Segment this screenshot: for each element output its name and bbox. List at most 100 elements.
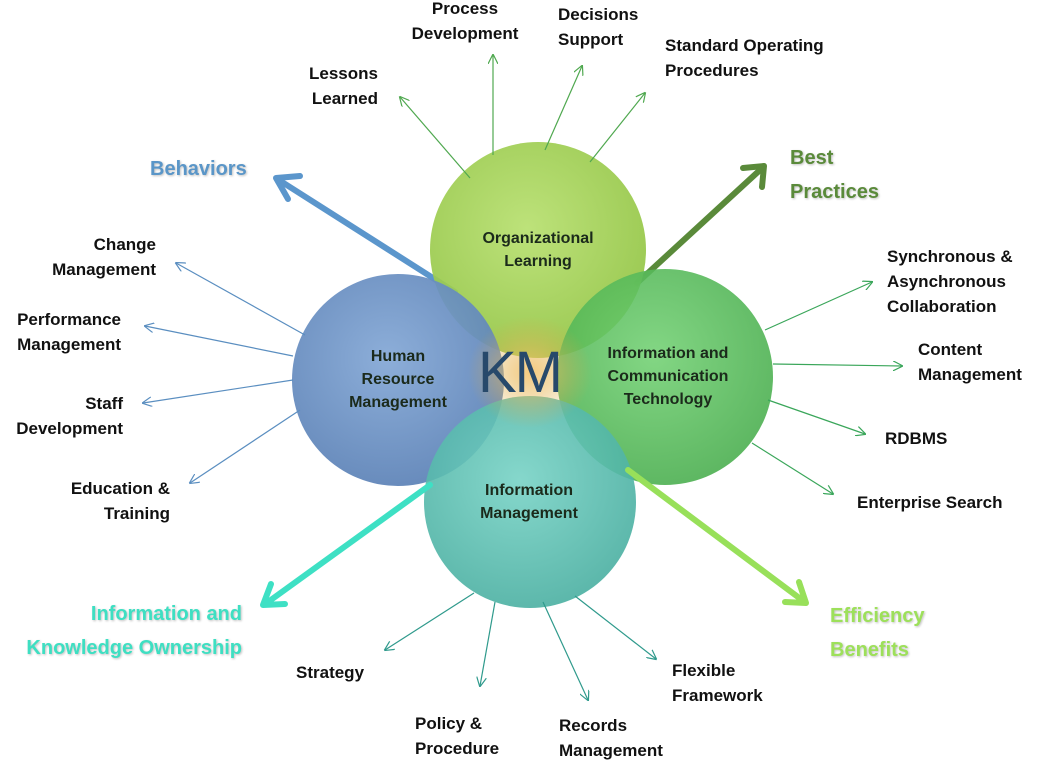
- label-line: Lessons: [309, 64, 378, 83]
- arrow-decisions-support: [544, 66, 582, 151]
- circle-label-line: Human: [370, 348, 426, 365]
- label-line: Collaboration: [887, 297, 997, 316]
- arrow-content-management: [772, 364, 902, 366]
- km-core-glow: [468, 316, 592, 428]
- label-line: Records: [559, 716, 628, 735]
- label-line: Management: [918, 365, 1022, 384]
- efficiency-arrow: [625, 467, 805, 603]
- label-information-management: Information Management: [459, 479, 599, 525]
- thin-arrows-right: [751, 282, 902, 494]
- arrow-standard-operating-procedures: [589, 93, 645, 163]
- best-practices-arrow: [634, 167, 763, 286]
- label-line: Change: [93, 235, 156, 254]
- circle-label-line: Management: [480, 505, 578, 522]
- label-human-resource-management: Human Resource Management: [333, 345, 463, 414]
- label-line: Behaviors: [150, 158, 247, 180]
- thick-arrows-front: [260, 467, 809, 608]
- circle-information-communication-technology: [557, 269, 773, 485]
- label-line: Best: [790, 147, 834, 169]
- label-line: Efficiency: [830, 605, 925, 627]
- label-line: RDBMS: [885, 429, 948, 448]
- arrow-enterprise-search: [751, 442, 833, 494]
- arrow-records-management: [542, 601, 588, 700]
- circle-label-line: Learning: [504, 253, 572, 270]
- arrow-education-training: [190, 409, 301, 483]
- arrow-strategy: [385, 592, 475, 650]
- outcome-behaviors: Behaviors: [150, 152, 247, 186]
- outcome-best-practices: Best Practices: [790, 141, 879, 209]
- label-line: Process: [431, 0, 499, 18]
- arrow-rdbms: [767, 399, 865, 434]
- label-line: Framework: [672, 686, 763, 705]
- label-line: Information and: [90, 603, 242, 625]
- label-line: Enterprise Search: [857, 493, 1003, 512]
- behaviors-arrowhead: [273, 173, 303, 202]
- label-line: Staff: [85, 394, 123, 413]
- label-line: Procedures: [665, 61, 759, 80]
- label-line: Practices: [790, 181, 879, 203]
- thin-arrows-bottom: [385, 592, 656, 700]
- thin-arrows-top: [400, 55, 645, 179]
- label-line: Asynchronous: [887, 272, 1007, 291]
- branch-strategy: Strategy: [296, 660, 364, 685]
- circle-label-line: Resource: [361, 371, 435, 388]
- label-line: Flexible: [672, 661, 736, 680]
- best-practices-arrowhead: [740, 163, 767, 190]
- label-line: Training: [103, 504, 170, 523]
- label-line: Management: [559, 741, 663, 760]
- circle-label-line: Communication: [607, 368, 729, 385]
- arrow-flexible-framework: [574, 595, 656, 659]
- outcome-ownership: Information and Knowledge Ownership: [6, 597, 242, 665]
- label-line: Synchronous &: [887, 247, 1013, 266]
- thick-arrows-back: [273, 163, 767, 295]
- thin-arrows-left: [143, 263, 306, 483]
- label-line: Decisions: [558, 5, 639, 24]
- label-line: Policy &: [415, 714, 483, 733]
- arrow-collaboration: [764, 282, 872, 331]
- label-line: Education &: [70, 479, 170, 498]
- circle-label-line: Technology: [623, 391, 713, 408]
- arrow-performance-management: [145, 326, 294, 357]
- outcome-efficiency: Efficiency Benefits: [830, 599, 924, 667]
- branch-rdbms: RDBMS: [885, 426, 947, 451]
- label-line: Learned: [311, 89, 378, 108]
- circle-label-line: Organizational: [482, 230, 594, 247]
- circle-label-line: Information and: [607, 345, 729, 362]
- circle-label-line: Information: [485, 482, 573, 499]
- circle-label-line: Management: [349, 394, 447, 411]
- label-line: Development: [16, 419, 123, 438]
- efficiency-arrowhead: [782, 579, 809, 606]
- km-center-label: KM: [478, 340, 563, 405]
- label-line: Support: [558, 30, 624, 49]
- arrow-change-management: [176, 263, 306, 336]
- label-organizational-learning: Organizational Learning: [468, 227, 608, 273]
- arrow-staff-development: [143, 379, 294, 403]
- label-line: Content: [918, 340, 983, 359]
- label-information-communication-technology: Information and Communication Technology: [588, 342, 748, 411]
- label-line: Strategy: [296, 663, 365, 682]
- branch-policy-procedure: Policy &Procedure: [415, 711, 499, 761]
- label-line: Performance: [17, 310, 121, 329]
- branch-enterprise-search: Enterprise Search: [857, 490, 1003, 515]
- arrow-policy-procedure: [480, 601, 496, 686]
- branch-education-training: Education & Training: [30, 476, 170, 526]
- circle-information-management: [424, 396, 636, 608]
- ownership-arrow: [265, 482, 433, 605]
- label-line: Management: [17, 335, 121, 354]
- label-line: Development: [411, 24, 519, 43]
- behaviors-arrow: [279, 179, 458, 295]
- label-line: Benefits: [830, 639, 909, 661]
- label-line: Management: [52, 260, 156, 279]
